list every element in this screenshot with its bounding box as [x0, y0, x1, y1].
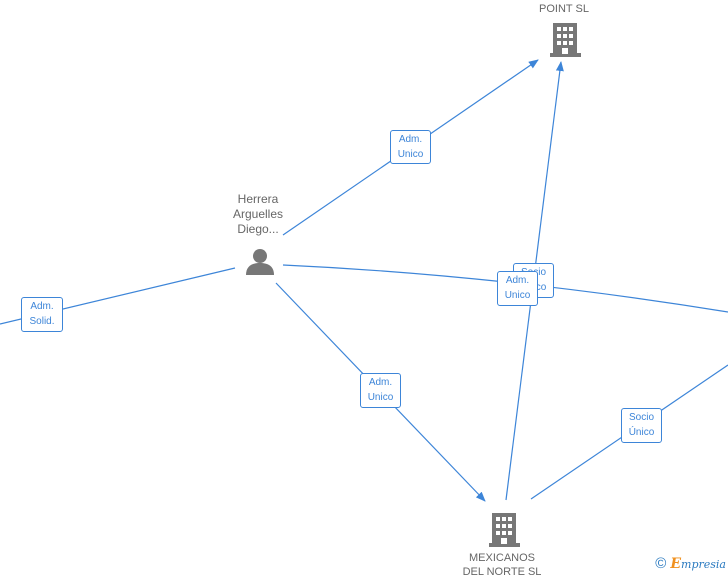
- person-label-line-1: Herrera: [237, 192, 279, 206]
- edge-label-line: Solid.: [29, 316, 55, 327]
- copyright-icon: ©: [655, 555, 667, 572]
- edge-label-adm-unico[interactable]: Adm. Unico: [390, 130, 431, 164]
- edge-label-line: Adm.: [505, 275, 530, 286]
- edge-label-line: Adm.: [30, 301, 54, 312]
- brand-text: mpresia: [681, 557, 726, 571]
- edge-label-line: Único: [628, 427, 655, 438]
- person-label: Herrera Arguelles Diego...: [218, 192, 298, 237]
- empresia-logo: Empresia: [670, 556, 726, 572]
- footer-watermark: © Empresia: [655, 555, 726, 572]
- building-icon[interactable]: [489, 510, 521, 548]
- mexicanos-label-line-1: MEXICANOS: [468, 552, 535, 564]
- edge-label-line: Unico: [367, 392, 394, 403]
- mexicanos-label-line-2: DEL NORTE SL: [462, 566, 542, 578]
- brand-letter: E: [670, 555, 682, 572]
- edge-label-adm-solid[interactable]: Adm. Solid.: [21, 297, 63, 332]
- edge-label-line: Adm.: [368, 377, 393, 388]
- edge-label-line: Unico: [397, 149, 424, 160]
- company-label-point-sl: POINT SL: [539, 3, 589, 15]
- person-label-line-2: Arguelles: [232, 207, 284, 221]
- edge-label-line: Adm.: [398, 134, 423, 145]
- edge-label-line: Socio: [628, 412, 654, 423]
- edge-label-adm-unico[interactable]: Adm. Unico: [497, 271, 538, 306]
- edge-label-line: Unico: [504, 290, 531, 301]
- edge-label-adm-unico[interactable]: Adm. Unico: [360, 373, 401, 408]
- person-label-line-3: Diego...: [237, 222, 279, 236]
- building-icon[interactable]: [550, 20, 582, 58]
- person-icon[interactable]: [245, 247, 275, 275]
